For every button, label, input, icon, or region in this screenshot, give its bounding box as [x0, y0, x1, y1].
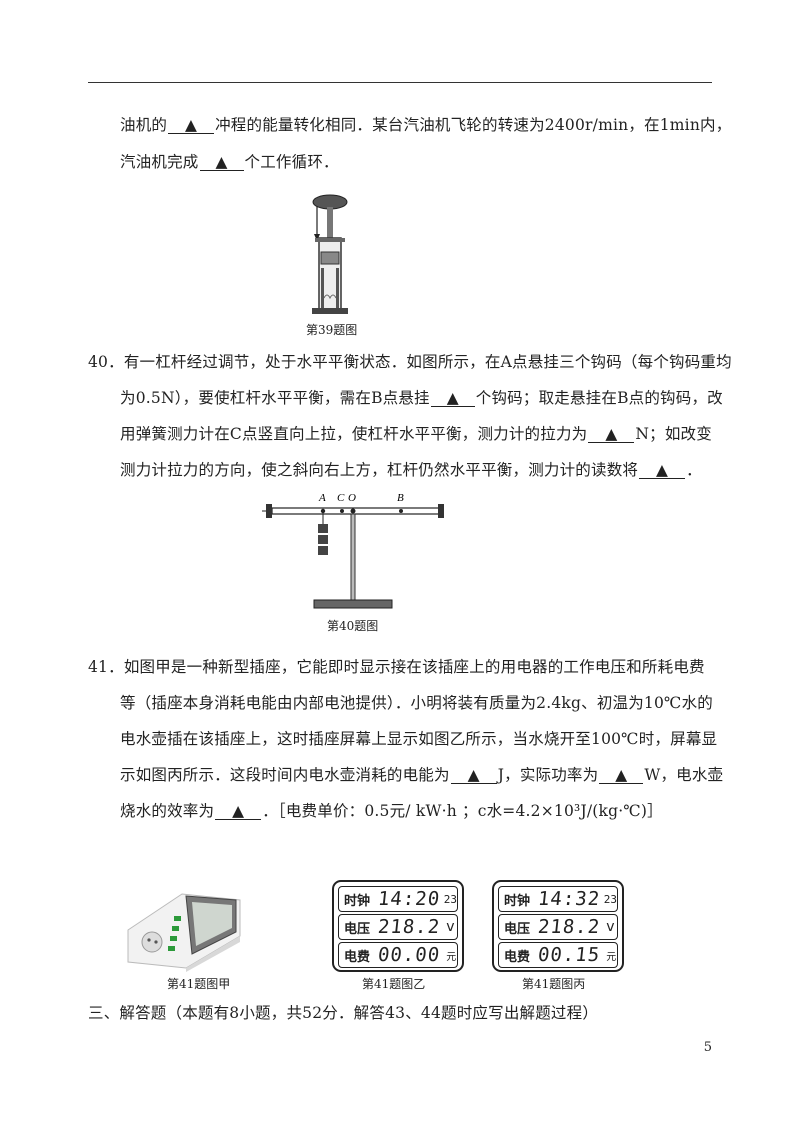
q41-line-2: 等（插座本身消耗电能由内部电池提供）．小明将装有质量为2.4kg、初温为10℃水… [120, 694, 713, 712]
page-number: 5 [703, 1040, 712, 1055]
label-o: O [348, 492, 356, 504]
answer-blank[interactable]: ▲ [599, 767, 644, 784]
q39-line-1: 油机的▲冲程的能量转化相同．某台汽油机飞轮的转速为2400r/min，在1min… [120, 116, 732, 134]
q41-line-5: 烧水的效率为▲．［电费单价：0.5元/ kW·h ；c水=4.2×10³J/(k… [120, 802, 663, 820]
q41-line-3: 电水壶插在该插座上，这时插座屏幕上显示如图乙所示，当水烧开至100℃时，屏幕显 [120, 730, 718, 748]
label-b: B [397, 492, 404, 504]
figure-caption: 第39题图 [306, 323, 358, 337]
figure-caption: 第41题图丙 [522, 977, 586, 991]
q40-line-1: 40．有一杠杆经过调节，处于水平平衡状态．如图所示，在A点悬挂三个钩码（每个钩码… [88, 353, 732, 371]
answer-blank[interactable]: ▲ [168, 117, 215, 134]
header-rule [88, 82, 712, 83]
q40-line-4: 测力计拉力的方向，使之斜向右上方，杠杆仍然水平平衡，测力计的读数将▲． [120, 461, 702, 479]
answer-blank[interactable]: ▲ [450, 767, 497, 784]
piston-figure [312, 194, 348, 314]
answer-blank[interactable]: ▲ [215, 803, 262, 820]
label-a: A [318, 492, 326, 504]
figure-caption: 第40题图 [327, 619, 379, 633]
answer-blank[interactable]: ▲ [199, 154, 244, 171]
lever-figure: A C O B [262, 492, 444, 609]
answer-blank[interactable]: ▲ [430, 390, 475, 407]
q40-line-3: 用弹簧测力计在C点竖直向上拉，使杠杆水平平衡，测力计的拉力为▲N；如改变 [120, 425, 712, 443]
figure-caption: 第41题图甲 [167, 977, 231, 991]
answer-blank[interactable]: ▲ [639, 462, 686, 479]
smart-socket-figure [127, 893, 241, 972]
answer-blank[interactable]: ▲ [588, 426, 635, 443]
q41-line-4: 示如图丙所示．这段时间内电水壶消耗的电能为▲J，实际功率为▲W，电水壶 [120, 766, 724, 784]
label-c: C [337, 492, 345, 504]
q41-line-1: 41．如图甲是一种新型插座，它能即时显示接在该插座上的用电器的工作电压和所耗电费 [88, 658, 705, 676]
q40-line-2: 为0.5N），要使杠杆水平平衡，需在B点悬挂▲个钩码；取走悬挂在B点的钩码，改 [120, 389, 723, 407]
section-heading: 三、解答题（本题有8小题，共52分．解答43、44题时应写出解题过程） [88, 1004, 599, 1022]
q39-line-2: 汽油机完成▲个工作循环． [120, 153, 339, 171]
figure-caption: 第41题图乙 [362, 977, 426, 991]
